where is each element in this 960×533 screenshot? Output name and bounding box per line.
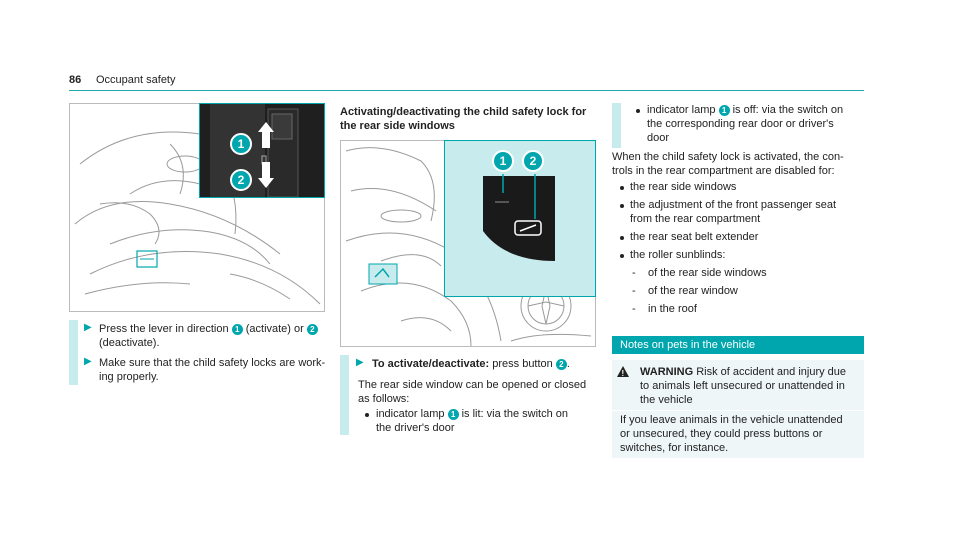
- sub-dash: -: [632, 267, 636, 279]
- warning-text: WARNING Risk of accident and injury due: [640, 366, 847, 378]
- warning-divider: [612, 410, 864, 411]
- list-item: the roller sunblinds:: [630, 249, 726, 261]
- paragraph: When the child safety lock is activated,…: [612, 151, 844, 163]
- callout-2: 2: [230, 169, 252, 191]
- callout-1: 1: [492, 150, 514, 172]
- indicator-off: indicator lamp 1 is off: via the switch …: [647, 104, 844, 116]
- indicator-off-line3: door: [647, 132, 670, 144]
- ref-2: 2: [306, 323, 318, 335]
- step-bar: [612, 103, 621, 148]
- step-bar: [340, 355, 349, 435]
- header-rule: [69, 90, 864, 91]
- step-1-text-line2: (deactivate).: [99, 337, 160, 349]
- list-item-cont: from the rear compartment: [630, 213, 761, 225]
- warning-text-line2: to animals left unsecured or unattended …: [640, 380, 845, 392]
- indicator-off-line2: the corresponding rear door or driver's: [647, 118, 834, 130]
- warning-icon: [617, 366, 629, 377]
- button-inset: [444, 140, 596, 297]
- section-heading-line2: the rear side windows: [340, 120, 455, 132]
- indicator-lit-line2: the driver's door: [376, 422, 455, 434]
- sub-dash: -: [632, 285, 636, 297]
- paragraph: The rear side window can be opened or cl…: [358, 379, 587, 391]
- step-arrow-icon: ▶: [84, 322, 92, 333]
- list-item: the adjustment of the front passenger se…: [630, 199, 837, 211]
- ref-1: 1: [447, 408, 459, 420]
- sub-list-item: of the rear window: [648, 285, 738, 297]
- pet-paragraph-line3: switches, for instance.: [620, 442, 729, 454]
- lever-inset: [199, 103, 325, 198]
- paragraph-line2: trols in the rear compartment are disabl…: [612, 165, 835, 177]
- list-item: the rear side windows: [630, 181, 737, 193]
- bullet: [365, 413, 369, 417]
- step-arrow-icon: ▶: [356, 357, 364, 368]
- step-bar: [69, 320, 78, 385]
- sub-list-item: in the roof: [648, 303, 697, 315]
- ref-1: 1: [718, 104, 730, 116]
- page-number: 86: [69, 74, 82, 86]
- pet-paragraph: If you leave animals in the vehicle unat…: [620, 414, 843, 426]
- callout-1: 1: [230, 133, 252, 155]
- sub-list-item: of the rear side windows: [648, 267, 767, 279]
- bullet: [620, 204, 624, 208]
- step-1-text: Press the lever in direction 1 (activate…: [99, 322, 318, 336]
- step-arrow-icon: ▶: [84, 356, 92, 367]
- notes-heading: Notes on pets in the vehicle: [612, 336, 864, 354]
- step-2-text: Make sure that the child safety locks ar…: [99, 357, 326, 369]
- warning-exclamation-icon: !: [621, 369, 625, 378]
- bullet: [636, 109, 640, 113]
- sub-dash: -: [632, 303, 636, 315]
- callout-2: 2: [522, 150, 544, 172]
- indicator-lit: indicator lamp 1 is lit: via the switch …: [376, 408, 568, 420]
- section-title: Occupant safety: [96, 74, 176, 86]
- bullet: [620, 186, 624, 190]
- paragraph-line2: as follows:: [358, 393, 410, 405]
- bullet: [620, 236, 624, 240]
- step-2-text-line2: ing properly.: [99, 371, 159, 383]
- ref-2: 2: [555, 358, 567, 370]
- bullet: [620, 254, 624, 258]
- activate-step: To activate/deactivate: press button 2.: [372, 358, 570, 370]
- ref-1: 1: [231, 323, 243, 335]
- list-item: the rear seat belt extender: [630, 231, 759, 243]
- warning-text-line3: the vehicle: [640, 394, 693, 406]
- warning-box: [612, 360, 864, 458]
- section-heading: Activating/deactivating the child safety…: [340, 106, 587, 118]
- pet-paragraph-line2: or unsecured, they could press buttons o…: [620, 428, 823, 440]
